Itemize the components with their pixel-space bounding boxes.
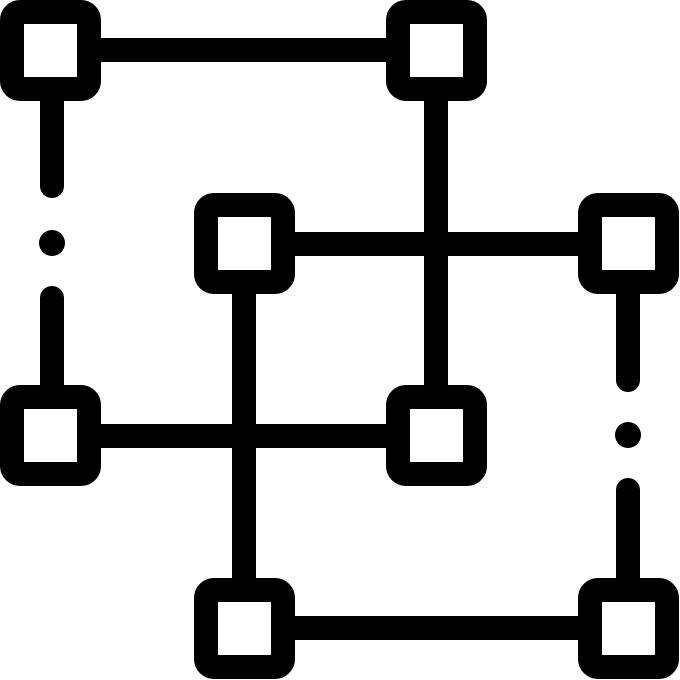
connector-lines <box>40 38 640 640</box>
dot-right <box>615 422 641 448</box>
node-center-left <box>194 193 295 294</box>
dot-left <box>39 230 65 256</box>
node-bottom-right <box>578 578 679 679</box>
node-middle-center <box>386 385 487 486</box>
node-middle-left <box>0 385 101 486</box>
node-top-left <box>0 0 101 101</box>
dots <box>39 230 641 448</box>
node-top-middle <box>386 0 487 101</box>
node-center-right <box>578 193 679 294</box>
node-bottom-middle <box>194 578 295 679</box>
